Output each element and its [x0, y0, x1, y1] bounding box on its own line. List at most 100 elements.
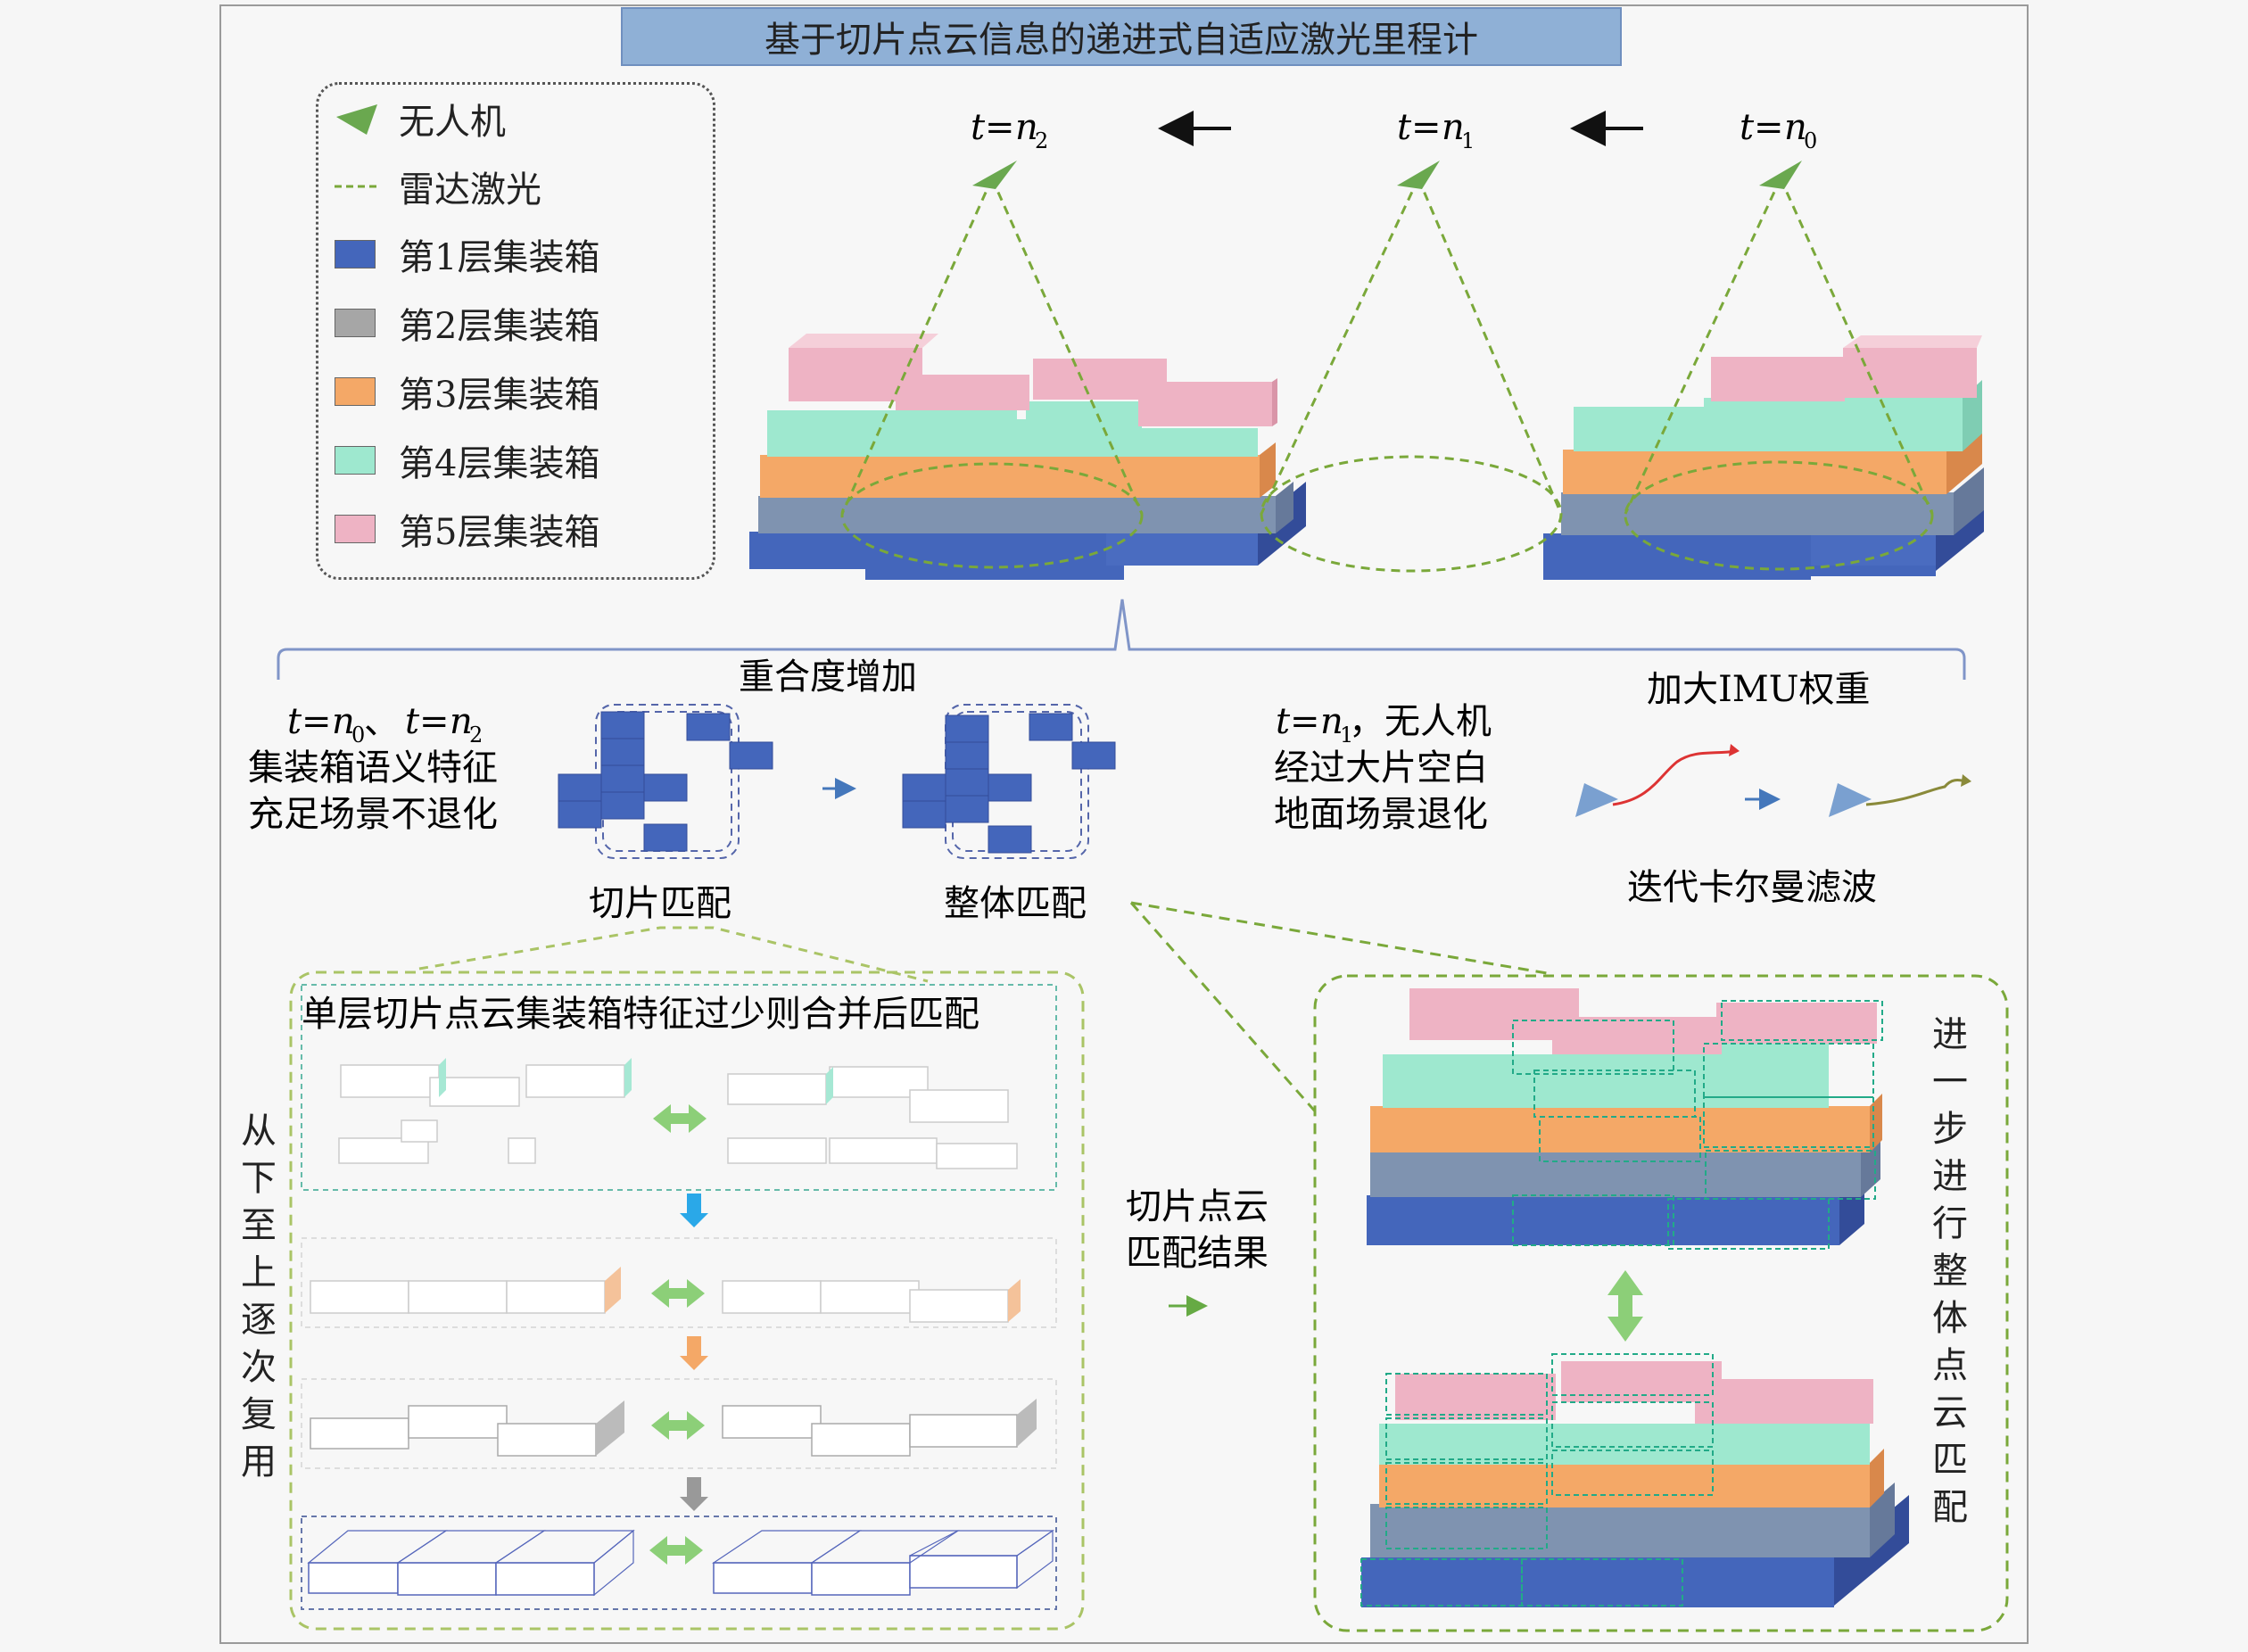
svg-text:=: = [1754, 107, 1784, 148]
svg-text:n: n [1015, 107, 1038, 148]
imu-before [1575, 744, 1740, 817]
svg-text:n: n [332, 701, 355, 742]
svg-text:0: 0 [1804, 128, 1817, 153]
svg-text:2: 2 [469, 723, 483, 748]
drone-icon [1397, 161, 1440, 189]
slice-row-2 [301, 1378, 1057, 1469]
laser-line-icon [335, 185, 379, 188]
slice-row-5 [301, 984, 1057, 1191]
slice-row-1 [301, 1516, 1057, 1610]
slice-result-line2: 匹配结果 [1126, 1233, 1269, 1274]
legend-label: 第4层集装箱 [399, 443, 600, 484]
legend-label: 第3层集装箱 [399, 375, 600, 416]
bottom-left-vertical-label: 从下至上逐次复用 [241, 1111, 277, 1483]
laser-cones [840, 178, 1934, 573]
svg-text:地面场景退化: 地面场景退化 [1274, 794, 1488, 835]
layer5-swatch [335, 515, 376, 543]
whole-stack-top [1367, 988, 1883, 1250]
legend-item-layer4: 第4层集装箱 [335, 434, 599, 487]
time-label-n0: t = n 0 [1740, 107, 1817, 153]
layer3-swatch [335, 377, 376, 406]
section-bracket [277, 599, 1966, 680]
svg-text:1: 1 [1461, 128, 1475, 153]
vertical-double-arrow [1607, 1270, 1643, 1342]
bottom-right-vertical-label: 进一步进行整体点云匹配 [1932, 1014, 1968, 1528]
svg-text:，无人机: ，无人机 [1349, 701, 1492, 742]
legend-label: 无人机 [399, 102, 506, 143]
double-arrow-green [653, 1104, 707, 1133]
whole-stack-bottom [1360, 1353, 1909, 1607]
time-label-n2: t = n 2 [971, 107, 1048, 153]
legend-label: 第2层集装箱 [399, 306, 600, 347]
svg-text:=: = [985, 107, 1015, 148]
legend-item-layer1: 第1层集装箱 [335, 227, 599, 281]
figure-title: 基于切片点云信息的递进式自适应激光里程计 [621, 7, 1622, 66]
right-note: t = n 1 ，无人机 经过大片空白 地面场景退化 [1274, 701, 1492, 835]
left-note: t = n 0 、 t = n 2 集装箱语义特征 充足场景不退化 [248, 701, 498, 835]
svg-text:经过大片空白: 经过大片空白 [1274, 748, 1488, 789]
slice-match-label: 切片匹配 [589, 883, 731, 924]
svg-text:=: = [1290, 701, 1320, 742]
layer4-swatch [335, 446, 376, 475]
legend: 无人机 雷达激光 第1层集装箱 第2层集装箱 第3层集装箱 第4层集装箱 第5层… [316, 82, 715, 580]
whole-zoom-lines [1129, 901, 1553, 1114]
svg-text:=: = [1411, 107, 1442, 148]
double-arrow-green [651, 1279, 705, 1308]
figure-frame [219, 4, 2029, 1644]
svg-text:集装箱语义特征: 集装箱语义特征 [248, 748, 498, 789]
svg-text:n: n [1784, 107, 1807, 148]
whole-panel [1313, 974, 2009, 1632]
svg-text:n: n [1442, 107, 1465, 148]
slice-zoom-lines [418, 926, 929, 983]
drone-icon [1759, 161, 1802, 189]
svg-text:n: n [450, 701, 473, 742]
whole-match-grid [902, 704, 1116, 859]
iekf-label: 迭代卡尔曼滤波 [1627, 867, 1877, 908]
drone-icon [972, 161, 1017, 189]
svg-text:2: 2 [1035, 128, 1048, 153]
double-arrow-green [651, 1411, 705, 1440]
svg-text:t: t [1276, 701, 1291, 742]
svg-text:n: n [1320, 701, 1343, 742]
svg-text:、: 、 [364, 701, 400, 742]
container-stack-right [1543, 335, 1984, 580]
svg-text:=: = [302, 701, 332, 742]
legend-item-layer2: 第2层集装箱 [335, 296, 599, 350]
svg-text:=: = [419, 701, 450, 742]
svg-text:t: t [1740, 107, 1755, 148]
figure-title-text: 基于切片点云信息的递进式自适应激光里程计 [764, 20, 1478, 61]
legend-item-layer3: 第3层集装箱 [335, 365, 599, 418]
container-stack-left [749, 334, 1306, 580]
svg-text:t: t [1397, 107, 1412, 148]
legend-label: 雷达激光 [399, 169, 541, 211]
legend-item-laser: 雷达激光 [335, 160, 541, 213]
slice-panel-header: 单层切片点云集装箱特征过少则合并后匹配 [302, 994, 979, 1035]
legend-item-drone: 无人机 [335, 92, 506, 145]
svg-text:充足场景不退化: 充足场景不退化 [248, 794, 498, 835]
svg-text:t: t [971, 107, 986, 148]
legend-label: 第5层集装箱 [399, 512, 600, 553]
layer2-swatch [335, 309, 376, 337]
up-arrow-blue [680, 1194, 708, 1227]
legend-item-layer5: 第5层集装箱 [335, 502, 599, 556]
legend-label: 第1层集装箱 [399, 237, 600, 278]
drone-icon [336, 104, 377, 135]
svg-text:t: t [405, 701, 420, 742]
slice-result-line1: 切片点云 [1126, 1186, 1269, 1227]
up-arrow-orange [680, 1336, 708, 1370]
imu-after [1829, 774, 1971, 817]
imu-weight-label: 加大IMU权重 [1647, 669, 1870, 710]
layer1-swatch [335, 240, 376, 268]
svg-text:0: 0 [351, 723, 365, 748]
slice-row-3 [301, 1237, 1057, 1328]
double-arrow-green [649, 1536, 703, 1565]
overlap-increase-label: 重合度增加 [739, 657, 917, 698]
time-label-n1: t = n 1 [1397, 107, 1475, 153]
up-arrow-gray [680, 1477, 708, 1511]
svg-text:t: t [287, 701, 302, 742]
svg-text:1: 1 [1340, 723, 1353, 748]
whole-match-label: 整体匹配 [944, 883, 1087, 924]
slice-match-grid [558, 704, 773, 859]
